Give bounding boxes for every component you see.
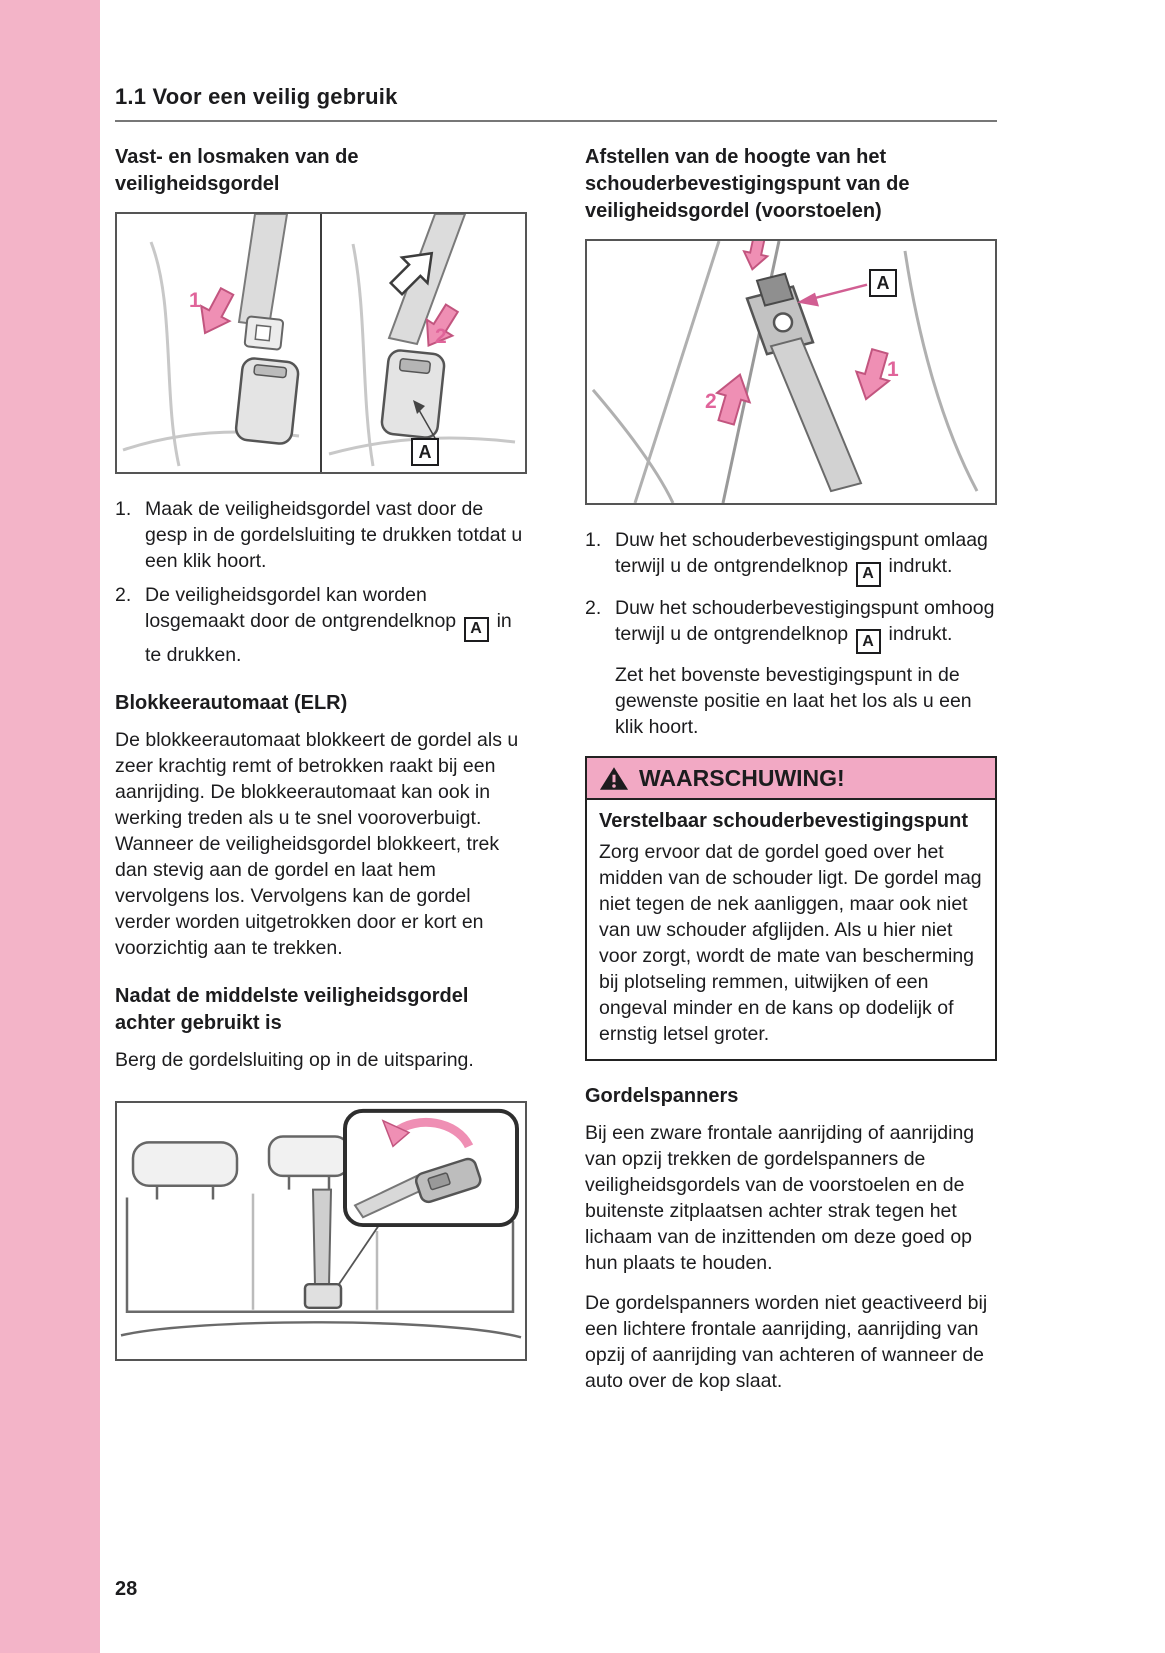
- list-item: 2. Duw het schouderbevestigingspunt omho…: [585, 595, 997, 654]
- figure-step-label-1: 1: [887, 358, 899, 381]
- right-column: Afstellen van de hoogte van het schouder…: [585, 144, 997, 1408]
- heading-pretensioners: Gordelspanners: [585, 1085, 739, 1107]
- list-item: 1. Duw het schouderbevestigingspunt omla…: [585, 527, 997, 587]
- inline-release-button-label: A: [855, 561, 881, 587]
- list-text-before: Duw het schouderbevestigingspunt omhoog …: [615, 596, 995, 645]
- list-number: 2.: [115, 584, 132, 606]
- rear-seat-illustration: [120, 1108, 522, 1339]
- list-text: De veiligheidsgordel kan worden losgemaa…: [145, 582, 527, 668]
- belt-buckle-illustration: [122, 214, 516, 472]
- list-number: 2.: [585, 596, 602, 619]
- list-text: Maak de veiligheidsgordel vast door de g…: [145, 498, 523, 572]
- fasten-release-steps: 1. Maak de veiligheidsgordel vast door d…: [115, 496, 527, 668]
- list-text: Duw het schouderbevestigingspunt omlaag …: [615, 527, 997, 587]
- list-number: 1.: [585, 529, 602, 551]
- anchor-adjust-steps: 1. Duw het schouderbevestigingspunt omla…: [585, 527, 997, 654]
- page-edge-band: [0, 0, 100, 1653]
- figure-step-label-2: 2: [705, 390, 717, 413]
- page-content: 1.1 Voor een veilig gebruik Vast- en los…: [115, 84, 997, 1408]
- paragraph-stow-buckle: Berg de gordelsluiting op in de uitspari…: [115, 1048, 474, 1071]
- inline-release-button-label: A: [855, 629, 881, 654]
- two-column-layout: Vast- en losmaken van de veiligheidsgord…: [115, 144, 997, 1408]
- list-item: 1. Maak de veiligheidsgordel vast door d…: [115, 496, 527, 574]
- figure-release-button-label: A: [869, 269, 897, 297]
- heading-belt-fasten-release: Vast- en losmaken van de veiligheidsgord…: [115, 146, 359, 195]
- list-item: 2. De veiligheidsgordel kan worden losge…: [115, 582, 527, 668]
- warning-triangle-icon: [599, 766, 629, 790]
- paragraph-elr: De blokkeerautomaat blokkeert de gordel …: [115, 728, 519, 959]
- figure-belt-buckle: 1 2 A: [115, 212, 527, 474]
- section-title: 1.1 Voor een veilig gebruik: [115, 84, 398, 109]
- list-note: Zet het bovenste bevestigingspunt in de …: [615, 664, 972, 738]
- figure-release-button-label: A: [411, 438, 439, 466]
- page-number: 28: [115, 1578, 138, 1600]
- figure-shoulder-anchor: A 2 1: [585, 239, 997, 505]
- heading-shoulder-anchor-adjust: Afstellen van de hoogte van het schouder…: [585, 146, 910, 222]
- header-divider: [115, 120, 997, 122]
- list-text-after: indrukt.: [888, 622, 953, 645]
- list-text: Duw het schouderbevestigingspunt omhoog …: [615, 595, 997, 654]
- figure-rear-seat-stowage: [115, 1100, 527, 1361]
- list-text-before: Duw het schouderbevestigingspunt omlaag …: [615, 529, 988, 577]
- shoulder-anchor-illustration: [591, 241, 979, 503]
- list-text-after: indrukt.: [888, 555, 953, 577]
- left-column: Vast- en losmaken van de veiligheidsgord…: [115, 144, 527, 1408]
- warning-header: WAARSCHUWING!: [587, 758, 995, 800]
- list-text-before: De veiligheidsgordel kan worden losgemaa…: [145, 584, 457, 632]
- list-number: 1.: [115, 498, 132, 520]
- figure-step-label-2: 2: [435, 325, 447, 348]
- heading-elr: Blokkeerautomaat (ELR): [115, 691, 348, 714]
- inline-release-button-label: A: [463, 616, 489, 642]
- warning-title: WAARSCHUWING!: [639, 765, 845, 791]
- figure-step-label-1: 1: [189, 289, 201, 312]
- warning-body: Verstelbaar schouderbevestigingspunt Zor…: [587, 800, 995, 1059]
- warning-text: Zorg ervoor dat de gordel goed over het …: [599, 841, 982, 1045]
- paragraph-pretensioners-1: Bij een zware frontale aanrijding of aan…: [585, 1122, 975, 1274]
- page-header: 1.1 Voor een veilig gebruik: [115, 84, 997, 122]
- paragraph-pretensioners-2: De gordelspanners worden niet geactiveer…: [585, 1292, 988, 1392]
- warning-subheading: Verstelbaar schouderbevestigingspunt: [599, 810, 968, 832]
- list-text-after: in te drukken.: [145, 610, 512, 666]
- warning-box: WAARSCHUWING! Verstelbaar schouderbevest…: [585, 756, 997, 1061]
- heading-center-belt-rear: Nadat de middelste veiligheidsgordel ach…: [115, 984, 469, 1034]
